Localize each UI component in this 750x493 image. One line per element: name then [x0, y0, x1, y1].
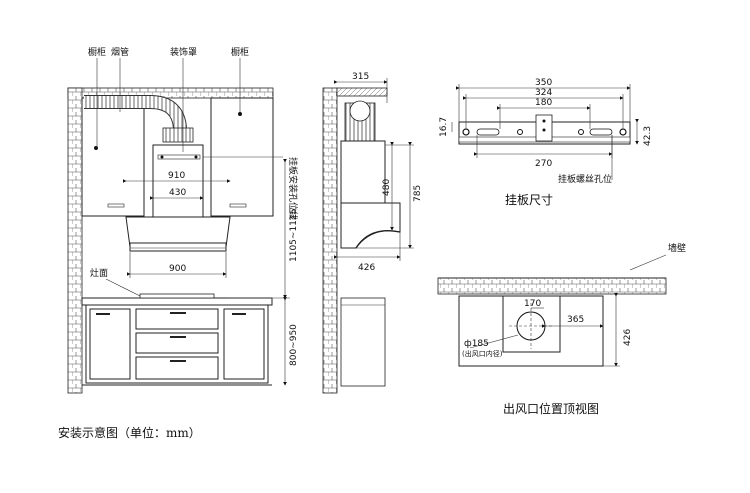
leader — [629, 254, 667, 271]
dim-910: 910 — [168, 171, 185, 181]
drawer-2 — [135, 332, 219, 354]
label-chimney: 烟管 — [111, 46, 129, 58]
slot — [589, 128, 613, 136]
install-caption: 安装示意图（单位：mm） — [58, 425, 201, 440]
dim-426-side: 426 — [358, 263, 375, 273]
flexible-duct — [84, 96, 186, 129]
dim-180: 180 — [535, 98, 552, 108]
duct-vertical — [162, 127, 194, 143]
label-cabinet-right: 橱柜 — [231, 46, 249, 58]
countertop — [81, 297, 273, 306]
upper-cabinet-left — [81, 97, 145, 217]
dim-185: ф185 — [464, 339, 489, 349]
hanger-plate-front — [157, 154, 201, 160]
top-wall — [437, 277, 667, 295]
hole — [542, 128, 546, 132]
side-view: 315 480 785 426 — [322, 72, 423, 394]
top-view: 墙壁 170 365 426 ф185 (出风口内径) 出风口位置顶视图 — [437, 242, 686, 416]
cabinet-knob — [94, 146, 98, 150]
cabinet-handle — [107, 203, 125, 208]
drawer-1 — [135, 308, 219, 330]
center-bracket — [535, 114, 553, 142]
label-stove: 灶面 — [90, 267, 108, 279]
dim-785: 785 — [413, 185, 423, 202]
side-ceiling — [336, 87, 388, 97]
dim-426-top: 426 — [623, 329, 633, 346]
screw-hole — [462, 128, 470, 136]
side-base-cabinet — [340, 297, 386, 387]
hole — [194, 155, 198, 159]
hole — [542, 119, 546, 123]
base-door-left — [89, 308, 131, 380]
dim-350: 350 — [535, 78, 552, 88]
label-screw-holes: 挂板螺丝孔位 — [558, 173, 612, 185]
label-hanger-holes: 挂板安装孔位线 — [287, 157, 299, 220]
slot — [476, 128, 500, 136]
dim-270: 270 — [535, 159, 552, 169]
base-door-right — [223, 308, 265, 380]
front-view: 橱柜 烟管 装饰罩 橱柜 挂板安装孔位线 910 430 900 灶面 1105… — [58, 46, 299, 440]
dim-315: 315 — [352, 72, 369, 82]
side-hood-curve — [355, 230, 401, 249]
handle — [170, 360, 186, 362]
dim-800-950: 800~950 — [289, 324, 299, 366]
side-cover — [340, 140, 386, 204]
dim-170: 170 — [524, 299, 541, 309]
side-wall — [322, 87, 338, 394]
front-left-wall — [67, 87, 83, 394]
label-cabinet-left: 橱柜 — [88, 46, 106, 58]
dim-430: 430 — [169, 188, 186, 198]
hole — [578, 129, 584, 135]
cabinet-handle — [229, 203, 247, 208]
dim-365: 365 — [567, 315, 584, 325]
stove-top — [139, 293, 215, 299]
label-wall: 墙壁 — [668, 242, 686, 254]
duct-circle — [349, 100, 371, 122]
handle — [232, 313, 246, 315]
hole — [517, 129, 523, 135]
leader — [469, 334, 519, 349]
top-title: 出风口位置顶视图 — [503, 401, 599, 416]
screw-hole — [619, 128, 627, 136]
label-cover: 装饰罩 — [170, 46, 197, 58]
handle — [170, 312, 186, 314]
hole — [160, 155, 164, 159]
side-hood-body — [340, 202, 401, 249]
dim-324: 324 — [535, 88, 552, 98]
dim-42-3: 42.3 — [643, 126, 653, 146]
range-hood-panel — [129, 242, 227, 252]
cabinet-knob — [238, 112, 242, 116]
handle — [96, 313, 110, 315]
handle — [170, 336, 186, 338]
note-185: (出风口内径) — [462, 349, 503, 358]
hanger-plate-view: 350 324 180 270 16.7 42.3 挂板螺丝孔位 挂板尺寸 — [439, 78, 653, 207]
dim-1105-1125: 1105~1125 — [289, 209, 299, 262]
dim-900: 900 — [169, 264, 186, 274]
drawer-3 — [135, 356, 219, 380]
dim-480: 480 — [382, 179, 392, 196]
leader — [105, 278, 141, 297]
hanger-title: 挂板尺寸 — [505, 193, 553, 207]
dim-16-7: 16.7 — [439, 117, 449, 137]
